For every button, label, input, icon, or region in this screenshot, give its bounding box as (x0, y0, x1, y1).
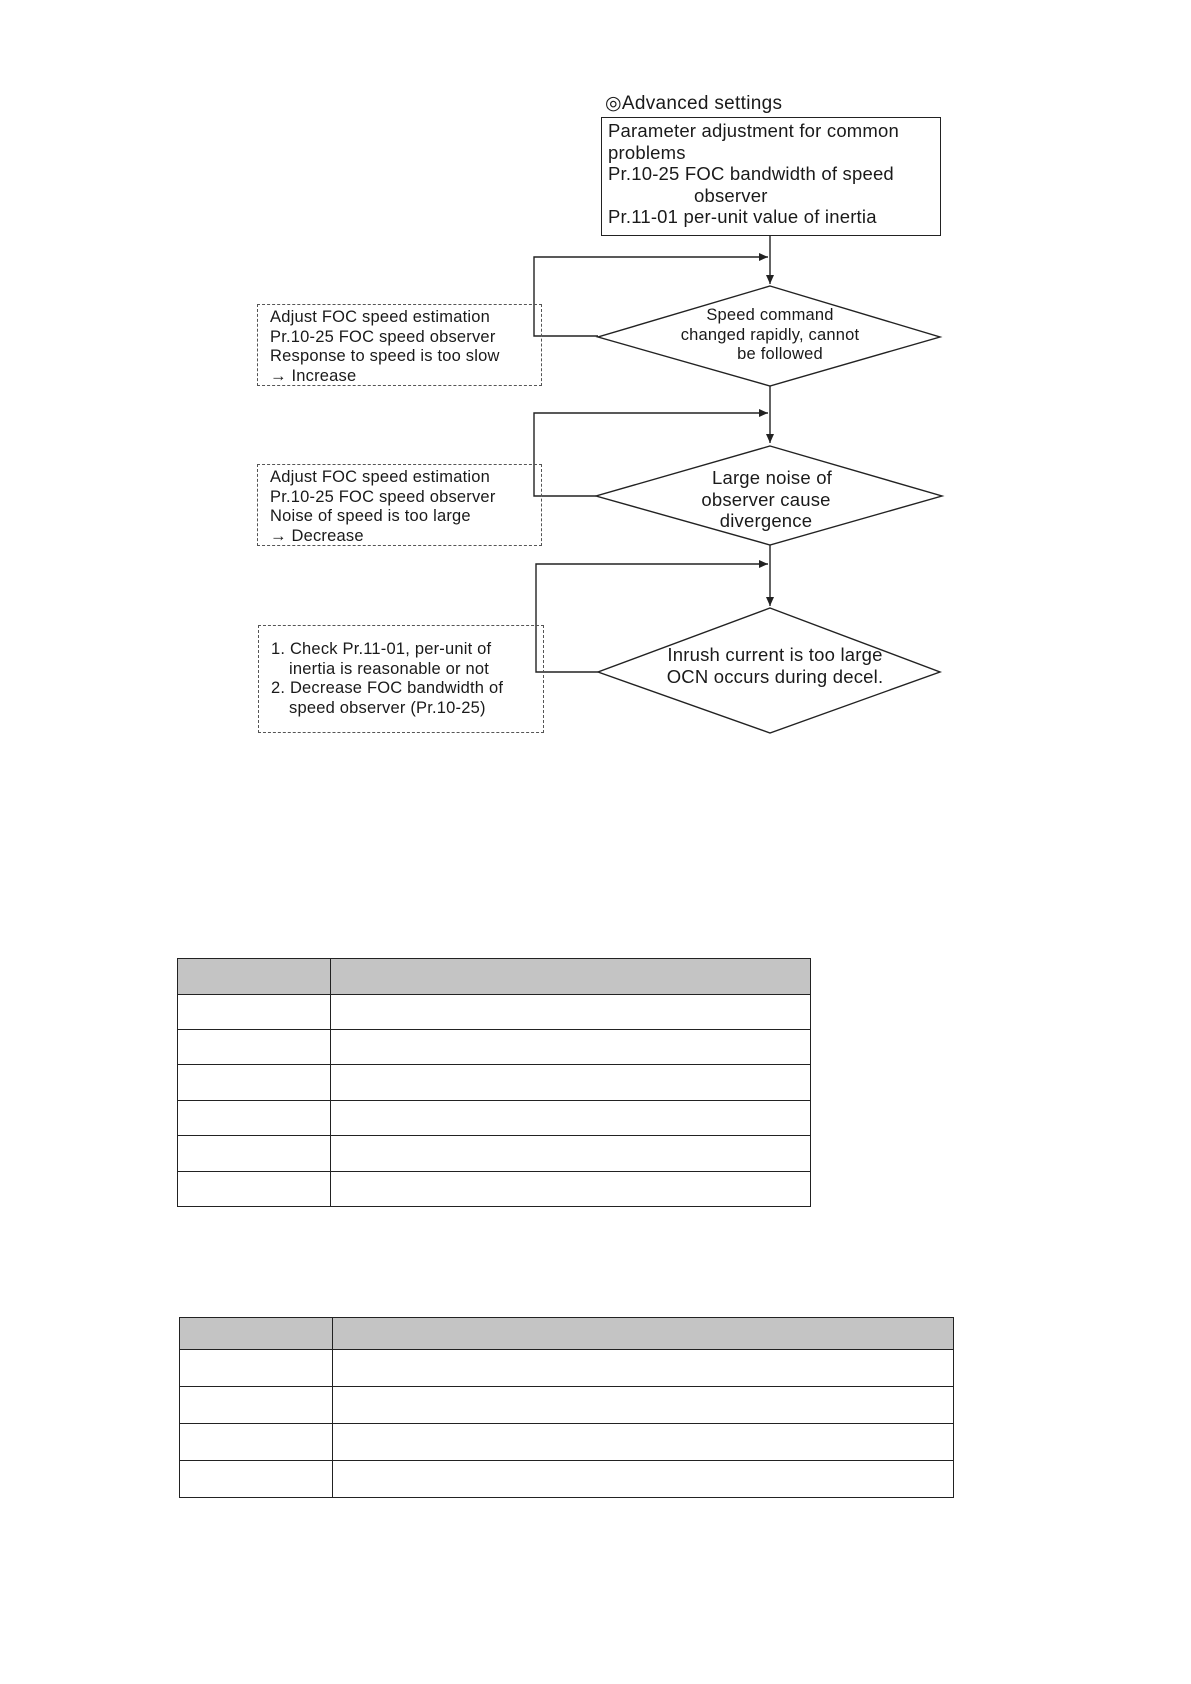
table-1-cell (177, 1029, 331, 1065)
table-2-header-cell (179, 1317, 333, 1350)
parameter-box: Parameter adjustment for common problems… (601, 117, 941, 236)
decision-2-line-2: observer cause (701, 488, 831, 510)
action-3-line-4: speed observer (Pr.10-25) (289, 698, 486, 717)
table-2-cell (179, 1349, 333, 1387)
table-1-cell (330, 1100, 811, 1136)
table-row (177, 1100, 811, 1136)
feedback-loop-3 (535, 560, 768, 673)
table-1-cell (330, 1171, 811, 1207)
action-2-line-4: → Decrease (270, 526, 364, 545)
action-3-line-1: 1. Check Pr.11-01, per-unit of (271, 640, 492, 658)
param-line-1: Parameter adjustment for common (608, 120, 900, 141)
decision-diamond-2 (593, 445, 945, 546)
table-1-cell (330, 1029, 811, 1065)
table-1-header-cell (177, 958, 331, 995)
table-2-cell (179, 1460, 333, 1498)
table-2-cell (179, 1423, 333, 1461)
table-1-cell (330, 1135, 811, 1172)
table-row (177, 994, 811, 1030)
action-2-line-3: Noise of speed is too large (270, 507, 471, 525)
table-2-cell (179, 1386, 333, 1424)
action-2-line-2: Pr.10-25 FOC speed observer (270, 487, 496, 506)
param-line-2: problems (608, 141, 686, 163)
decision-3-text: Inrush current is too large OCN occurs d… (620, 644, 930, 687)
decision-2-line-1: Large noise of (711, 467, 833, 488)
feedback-loop-2 (533, 409, 768, 497)
table-1-cell (330, 994, 811, 1030)
decision-3-line-2: OCN occurs during decel. (666, 665, 884, 687)
table-row (179, 1460, 954, 1498)
table-row (177, 1135, 811, 1172)
diagram-title: ◎Advanced settings (605, 93, 783, 114)
decision-diamond-3 (595, 607, 943, 734)
param-line-3: Pr.10-25 FOC bandwidth of speed (608, 163, 894, 184)
table-row (179, 1386, 954, 1424)
table-1-cell (177, 1100, 331, 1136)
table-1-cell (177, 1135, 331, 1172)
table-1-header-row (177, 958, 811, 995)
table-row (177, 1064, 811, 1101)
table-1-cell (330, 1064, 811, 1101)
table-row (179, 1423, 954, 1461)
action-2-line-1: Adjust FOC speed estimation (270, 468, 490, 486)
action-1-line-4: → Increase (270, 366, 357, 385)
action-note-1: Adjust FOC speed estimation Pr.10-25 FOC… (257, 304, 542, 386)
decision-2-text: Large noise of observer cause divergence (616, 467, 916, 532)
table-2-cell (332, 1423, 954, 1461)
table-row (177, 1171, 811, 1207)
table-2-cell (332, 1349, 954, 1387)
action-1-line-2: Pr.10-25 FOC speed observer (270, 327, 496, 346)
action-1-line-1: Adjust FOC speed estimation (270, 308, 490, 326)
table-1 (177, 958, 811, 1207)
decision-diamond-1 (595, 285, 943, 387)
param-line-4: observer (694, 184, 768, 206)
decision-1-text: Speed command changed rapidly, cannot be… (620, 306, 920, 365)
decision-1-line-2: changed rapidly, cannot (680, 325, 860, 344)
table-2 (179, 1317, 954, 1498)
table-row (179, 1349, 954, 1387)
action-3-line-2: inertia is reasonable or not (289, 659, 490, 678)
flowchart-connectors (533, 236, 945, 734)
decision-3-line-1: Inrush current is too large (667, 644, 883, 665)
table-2-header-cell (332, 1317, 954, 1350)
decision-1-line-1: Speed command (706, 306, 834, 324)
feedback-loop-1 (533, 253, 768, 337)
table-1-cell (177, 994, 331, 1030)
decision-2-line-3: divergence (719, 510, 813, 531)
table-1-cell (177, 1171, 331, 1207)
decision-1-line-3: be followed (737, 345, 823, 363)
table-2-header-row (179, 1317, 954, 1350)
table-2-cell (332, 1386, 954, 1424)
action-3-line-3: 2. Decrease FOC bandwidth of (271, 679, 504, 697)
table-1-header-cell (330, 958, 811, 995)
table-1-cell (177, 1064, 331, 1101)
action-note-2: Adjust FOC speed estimation Pr.10-25 FOC… (257, 464, 542, 546)
param-line-5: Pr.11-01 per-unit value of inertia (608, 206, 877, 227)
table-row (177, 1029, 811, 1065)
table-2-cell (332, 1460, 954, 1498)
action-note-3: 1. Check Pr.11-01, per-unit of inertia i… (258, 625, 544, 733)
action-1-line-3: Response to speed is too slow (270, 347, 500, 365)
